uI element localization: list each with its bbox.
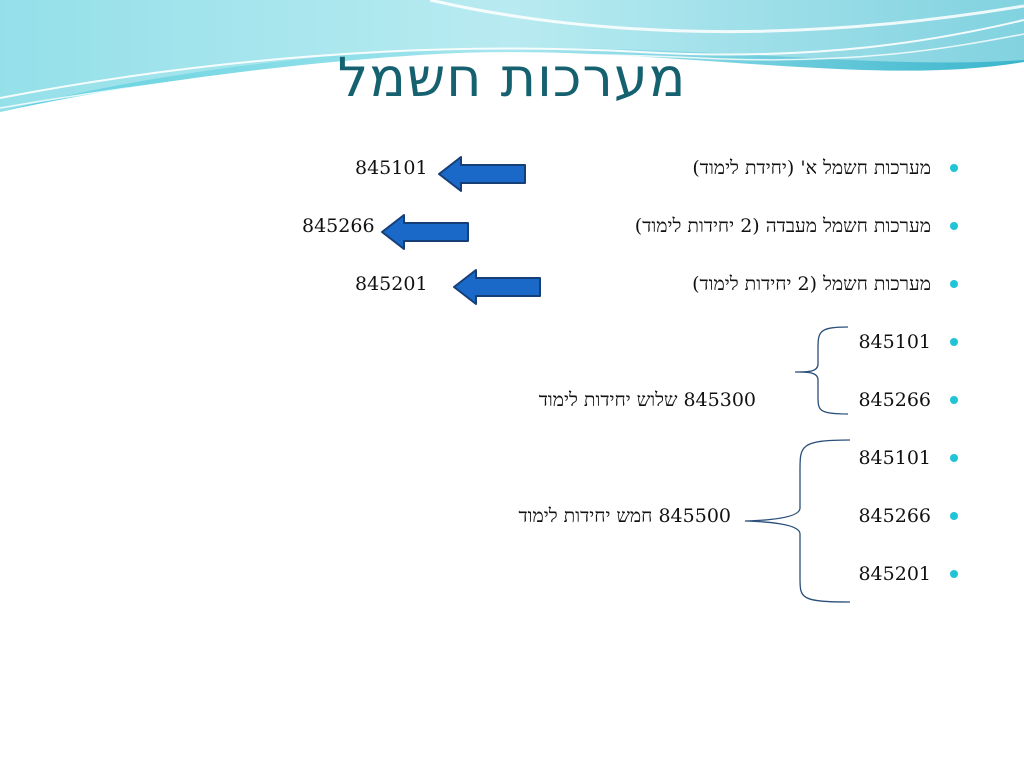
round-bullet-icon bbox=[950, 164, 958, 172]
course-code: 845101 bbox=[355, 157, 428, 179]
list-item-text: 845101 bbox=[858, 331, 931, 353]
round-bullet-icon bbox=[950, 338, 958, 346]
left-curly-brace-icon bbox=[744, 439, 851, 603]
round-bullet-icon bbox=[950, 396, 958, 404]
group-label: 845500 חמש יחידות לימוד bbox=[518, 505, 731, 527]
list-item-text: מערכות חשמל מעבדה (2 יחידות לימוד) bbox=[634, 215, 931, 237]
left-arrow-icon bbox=[381, 214, 469, 250]
round-bullet-icon bbox=[950, 454, 958, 462]
list-item-text: 845101 bbox=[858, 447, 931, 469]
header-wave-decoration bbox=[0, 0, 1024, 112]
round-bullet-icon bbox=[950, 280, 958, 288]
round-bullet-icon bbox=[950, 222, 958, 230]
round-bullet-icon bbox=[950, 512, 958, 520]
list-item-text: מערכות חשמל א' (יחידת לימוד) bbox=[692, 157, 931, 179]
list-item-text: 845201 bbox=[858, 563, 931, 585]
page-title: מערכות חשמל bbox=[337, 46, 687, 109]
left-arrow-icon bbox=[438, 156, 526, 192]
list-item-text: 845266 bbox=[858, 505, 931, 527]
left-arrow-icon bbox=[453, 269, 541, 305]
course-code: 845266 bbox=[302, 215, 375, 237]
left-curly-brace-icon bbox=[794, 326, 849, 415]
course-code: 845201 bbox=[355, 273, 428, 295]
list-item-text: מערכות חשמל (2 יחידות לימוד) bbox=[692, 273, 931, 295]
round-bullet-icon bbox=[950, 570, 958, 578]
group-label: 845300 שלוש יחידות לימוד bbox=[538, 389, 756, 411]
list-item-text: 845266 bbox=[858, 389, 931, 411]
